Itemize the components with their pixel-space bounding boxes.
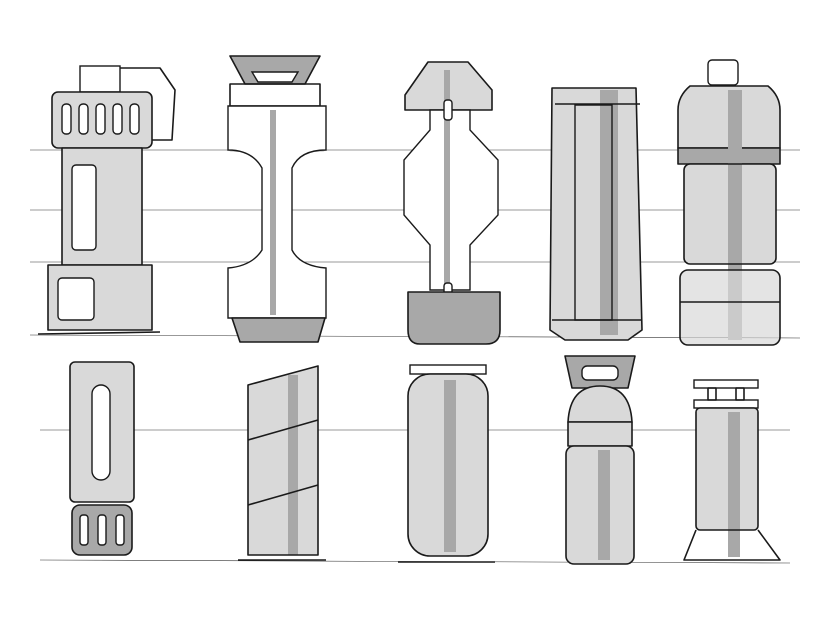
bottle-sketch-handle bbox=[564, 355, 636, 565]
bottle-sketch-flashlight bbox=[69, 361, 135, 556]
bottle-sketch-capped bbox=[677, 59, 781, 346]
bottle-sketch-hexagonal bbox=[403, 61, 501, 345]
bottle-sketch-capsule bbox=[398, 364, 495, 563]
grip-slots bbox=[61, 103, 140, 135]
bottle-sketch-ibeam bbox=[683, 379, 781, 561]
bottle-sketch-slanted bbox=[238, 365, 326, 561]
bottle-sketch-funnel bbox=[227, 55, 327, 343]
bottle-sketch-grenade bbox=[37, 65, 176, 335]
bottle-sketch-prism bbox=[549, 87, 643, 341]
